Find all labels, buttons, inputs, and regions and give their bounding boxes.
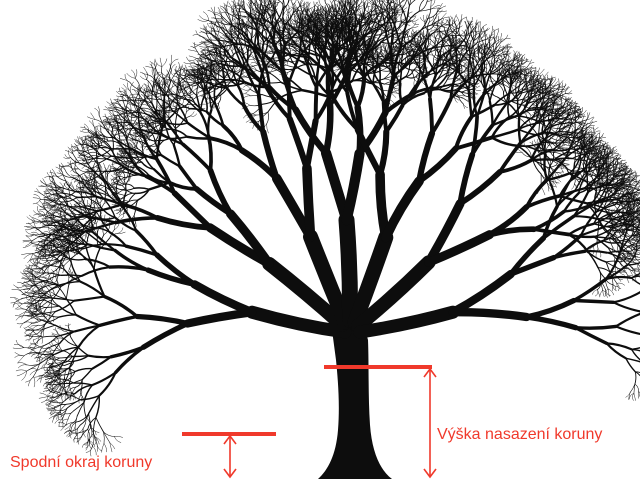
tree-branches <box>10 0 640 456</box>
tree-trunk <box>318 316 392 479</box>
crown-base-height-label: Výška nasazení koruny <box>437 427 602 443</box>
tree-silhouette <box>10 0 640 479</box>
measurement-annotations <box>182 367 436 477</box>
crown-bottom-edge-label: Spodní okraj koruny <box>10 455 152 471</box>
